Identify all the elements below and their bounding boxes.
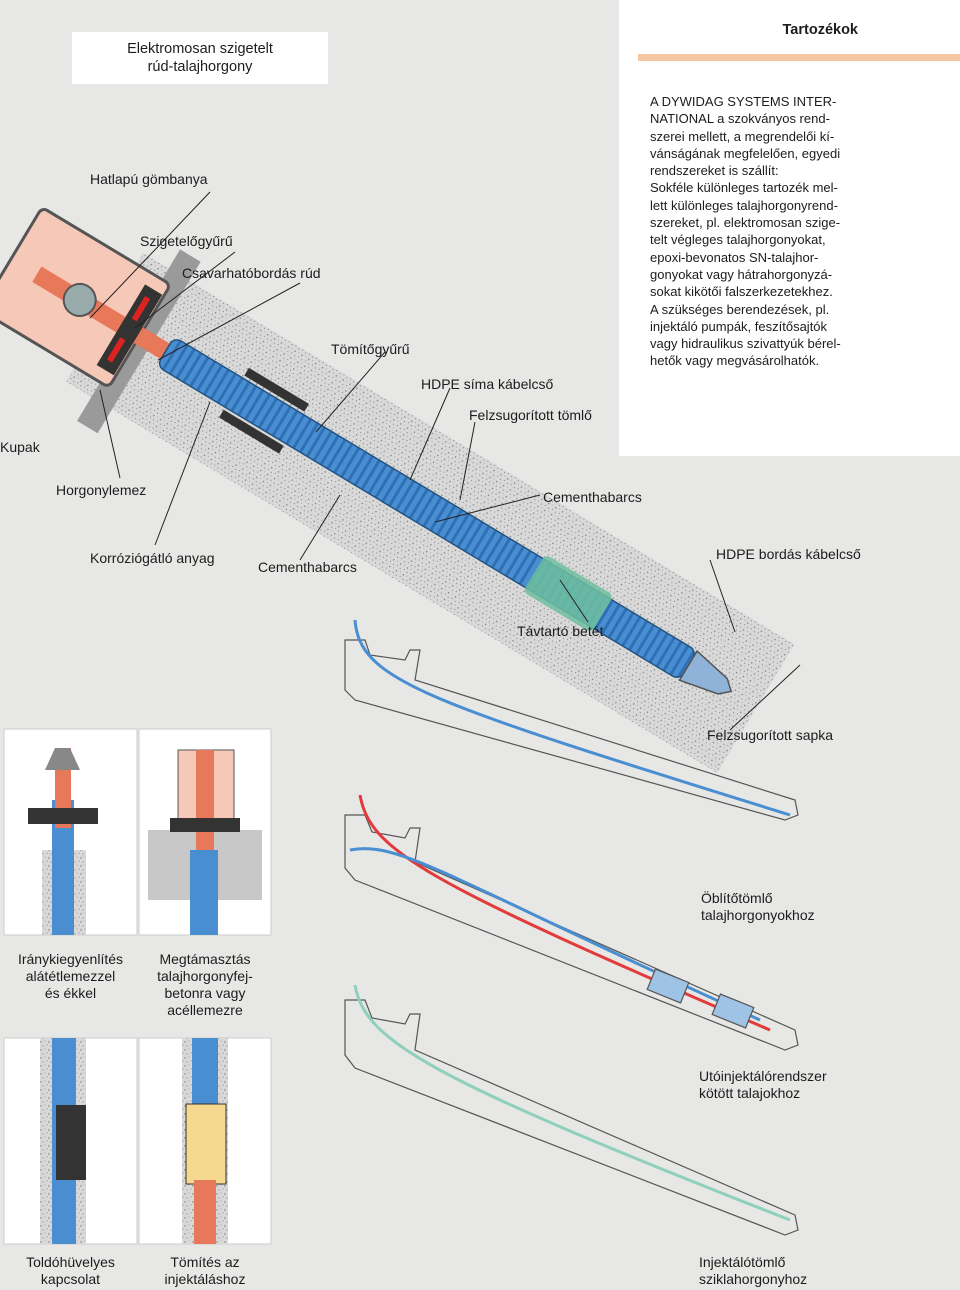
label-hdpe-bordas: HDPE bordás kábelcső [716,546,861,562]
panel-body: A DYWIDAG SYSTEMS INTER- NATIONAL a szok… [650,94,841,369]
tendon-outline-1 [344,619,799,821]
inset-wedge-plate [3,728,138,936]
caption-tomites: Tömítés az injektáláshoz [164,1254,246,1287]
label-felzsug-tomlo: Felzsugorított tömlő [469,407,592,423]
protective-cap [0,208,170,387]
label-szigetelo: Szigetelőgyűrű [140,233,233,249]
caption-iranykieg: Iránykiegyenlítés alátétlemezzel és ékke… [17,951,124,1001]
tendon-outline-2 [344,794,799,1051]
label-utoinjekt: Utóinjektálórendszer kötött talajokhoz [699,1068,827,1101]
label-horgonylemez: Horgonylemez [56,482,147,498]
accessories-panel: Tartozékok A DYWIDAG SYSTEMS INTER- NATI… [619,0,960,456]
inset-coupler [3,1037,138,1245]
leader-lines [89,191,801,731]
caption-megtamasztas: Megtámasztás talajhorgonyfej- betonra va… [157,951,253,1018]
label-oblito: Öblítőtömlő talajhorgonyokhoz [701,890,815,923]
label-injekt-sikla: Injektálótömlő sziklahorgonyhoz [699,1254,808,1287]
label-tomito: Tömítőgyűrű [331,341,410,357]
panel-accent-bar [638,54,960,61]
label-tavtarto: Távtartó betét [517,623,604,639]
inset-grout-seal [138,1037,272,1245]
label-kupak: Kupak [0,439,40,455]
tendon-outline-3 [344,984,799,1236]
label-felzsug-sapka: Felzsugorított sapka [707,727,834,743]
main-tendon [135,328,733,695]
label-korrozio: Korróziógátló anyag [90,550,215,566]
caption-toldohuvely: Toldóhüvelyes kapcsolat [26,1254,115,1287]
panel-title: Tartozékok [782,22,858,38]
inset-concrete-support [138,728,272,936]
label-hdpe-sima: HDPE síma kábelcső [421,376,554,392]
label-csavar: Csavarhatóbordás rúd [182,265,321,281]
page-title: Elektromosan szigetelt rúd-talajhorgony [127,41,273,75]
label-cementhabarcs-1: Cementhabarcs [543,489,642,505]
label-cementhabarcs-2: Cementhabarcs [258,559,357,575]
page-title-box: Elektromosan szigetelt rúd-talajhorgony [72,32,328,84]
label-hatlapu: Hatlapú gömbanya [90,171,208,187]
